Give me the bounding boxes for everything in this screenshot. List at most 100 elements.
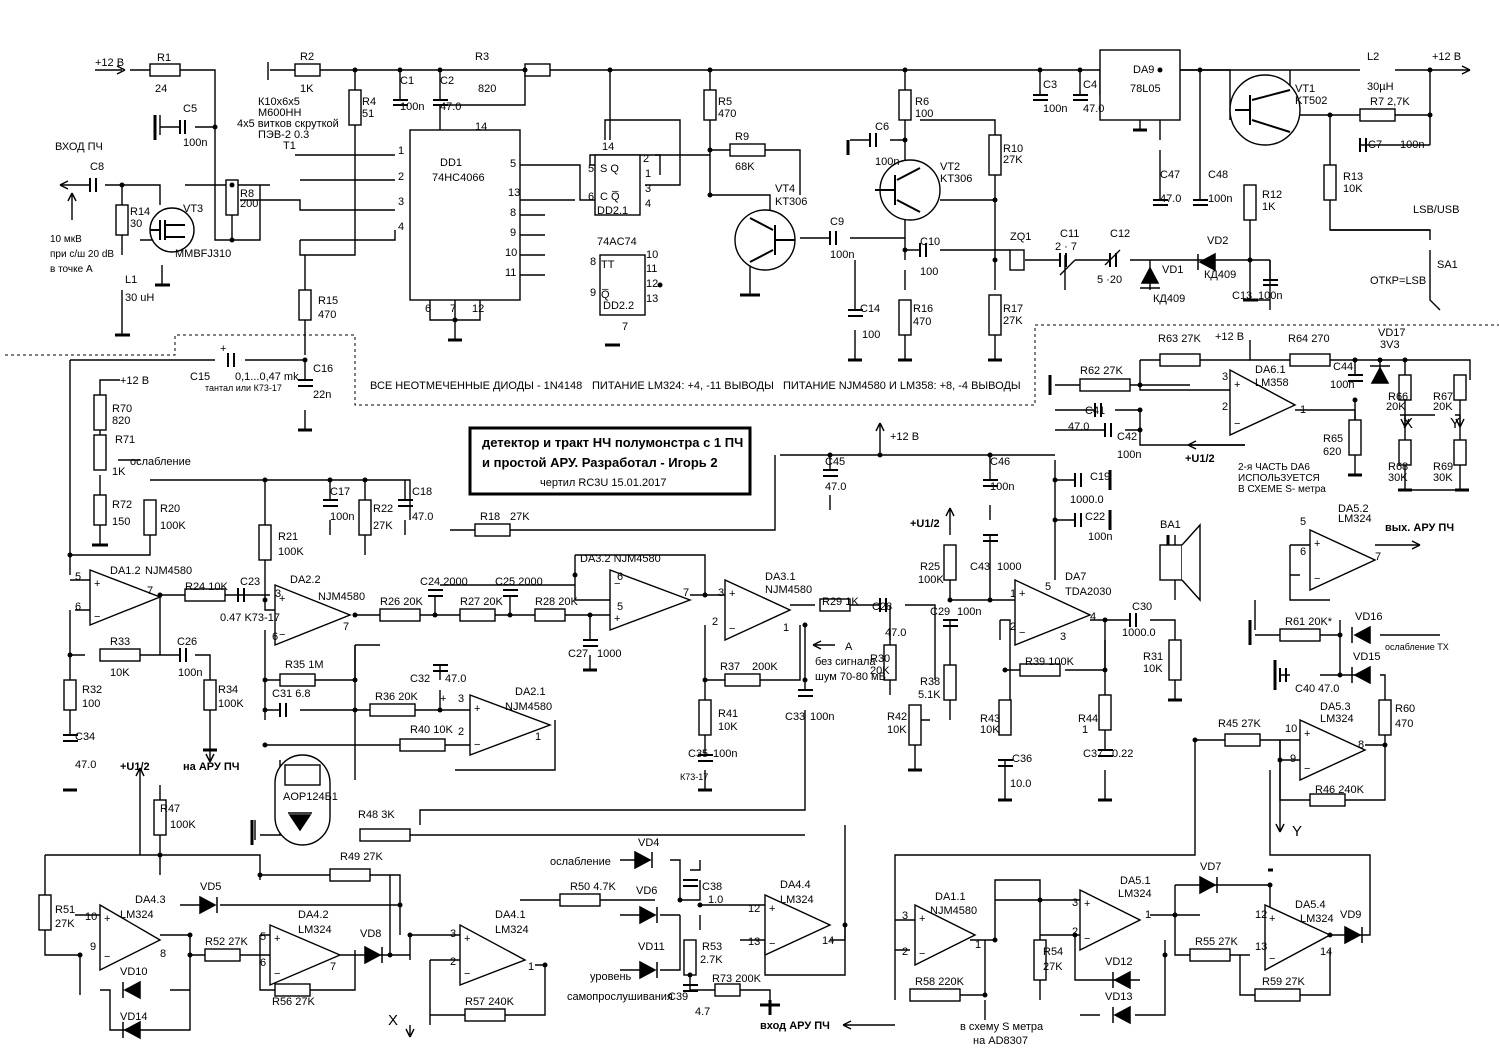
c1 — [393, 99, 408, 106]
label-atten: ослабление — [130, 456, 191, 468]
dashed-boundary — [5, 324, 1499, 406]
r7 — [1359, 108, 1396, 122]
svg-text:14: 14 — [822, 935, 834, 947]
svg-text:8: 8 — [1358, 739, 1364, 751]
r33 — [99, 648, 141, 662]
svg-text:C39: C39 — [668, 991, 688, 1003]
r9 — [729, 143, 766, 157]
svg-text:1: 1 — [1145, 909, 1151, 921]
svg-text:200K: 200K — [752, 661, 778, 673]
c18 — [398, 499, 413, 507]
svg-text:12: 12 — [472, 303, 484, 315]
svg-text:R34: R34 — [218, 684, 238, 696]
svg-text:−: − — [274, 968, 280, 980]
label-atten-tx: ослабление ТХ — [1385, 642, 1449, 652]
svg-text:VD11: VD11 — [638, 941, 665, 953]
svg-text:100n: 100n — [330, 511, 354, 523]
r70 — [93, 394, 107, 431]
svg-text:VD10: VD10 — [120, 966, 148, 978]
svg-text:10: 10 — [646, 249, 658, 261]
svg-text:1000.0: 1000.0 — [1070, 494, 1104, 506]
dd1-type: 74HC4066 — [432, 172, 485, 184]
title-line2: и простой АРУ. Разработал - Игорь 2 — [482, 455, 718, 470]
svg-text:R56 27K: R56 27K — [272, 996, 315, 1008]
svg-text:2.7K: 2.7K — [700, 954, 723, 966]
svg-text:7: 7 — [683, 587, 689, 599]
svg-text:1: 1 — [535, 731, 541, 743]
opamp-da1-2 — [89, 568, 162, 627]
c2 — [433, 99, 448, 106]
svg-text:100n: 100n — [830, 249, 854, 261]
svg-text:100: 100 — [862, 329, 880, 341]
svg-text:R69: R69 — [1433, 461, 1453, 473]
svg-text:1: 1 — [783, 622, 789, 634]
r38 — [943, 664, 957, 701]
svg-text:R29 1K: R29 1K — [822, 596, 859, 608]
note-smeter-2: на AD8307 — [973, 1035, 1028, 1047]
svg-text:C48: C48 — [1208, 169, 1228, 181]
svg-text:C44: C44 — [1333, 361, 1353, 373]
svg-text:100n: 100n — [990, 481, 1014, 493]
note-tr-4: ПЭВ-2 0.3 — [258, 129, 309, 141]
svg-text:5: 5 — [617, 601, 623, 613]
svg-text:47.0: 47.0 — [440, 101, 461, 113]
svg-text:7: 7 — [147, 585, 153, 597]
svg-text:2: 2 — [1222, 401, 1228, 413]
svg-text:L2: L2 — [1367, 51, 1379, 63]
svg-text:C8: C8 — [90, 161, 104, 173]
chip-labels: DD1 74HC4066 74AC74 DA9 78L05 DA6.1 LM35… — [432, 64, 1289, 598]
svg-text:7: 7 — [330, 961, 336, 973]
r71 — [93, 434, 107, 471]
label-lsbusb: LSB/USB — [1413, 204, 1459, 216]
svg-text:R70: R70 — [112, 403, 132, 415]
svg-text:BA1: BA1 — [1160, 519, 1181, 531]
svg-text:6: 6 — [1300, 546, 1306, 558]
opamps — [89, 368, 1377, 987]
c26 — [179, 648, 187, 662]
c41 — [1094, 403, 1102, 417]
svg-text:27K: 27K — [510, 511, 530, 523]
r13 — [1323, 164, 1337, 201]
svg-text:R33: R33 — [110, 636, 130, 648]
dd1-name: DD1 — [440, 157, 462, 169]
svg-text:+: + — [104, 913, 110, 925]
r39 — [1019, 663, 1061, 677]
da9-type: 78L05 — [1130, 83, 1161, 95]
svg-text:DA1.2: DA1.2 — [110, 565, 141, 577]
r26 — [379, 608, 421, 622]
svg-text:VD6: VD6 — [636, 885, 657, 897]
zq1-box — [1009, 249, 1025, 271]
label-agc-in: вход АРУ ПЧ — [760, 1020, 830, 1032]
svg-text:10K: 10K — [110, 667, 130, 679]
svg-text:47.0: 47.0 — [75, 759, 96, 771]
opamp-da6-1 — [1229, 368, 1297, 437]
svg-text:68K: 68K — [735, 161, 755, 173]
svg-text:C35: C35 — [688, 748, 708, 760]
svg-text:DA2.1: DA2.1 — [515, 686, 546, 698]
note-tr-1: К10х6х5 — [258, 96, 300, 108]
c39 — [683, 984, 698, 992]
c36 — [998, 759, 1013, 767]
top-section-wires — [60, 62, 1470, 360]
svg-text:ZQ1: ZQ1 — [1010, 231, 1031, 243]
r67 — [1453, 374, 1467, 401]
r49 — [329, 868, 371, 882]
svg-text:6: 6 — [425, 303, 431, 315]
arrows — [59, 65, 1471, 1038]
r36 — [369, 703, 416, 717]
svg-text:10: 10 — [85, 911, 97, 923]
svg-text:+: + — [474, 703, 480, 715]
svg-text:VD17: VD17 — [1378, 327, 1406, 339]
svg-text:5: 5 — [260, 931, 266, 943]
svg-text:R51: R51 — [55, 904, 75, 916]
svg-text:−: − — [1304, 763, 1310, 775]
svg-text:C23: C23 — [240, 576, 260, 588]
c4 — [1073, 94, 1088, 101]
svg-text:C14: C14 — [860, 303, 880, 315]
r54 — [1033, 939, 1047, 981]
svg-text:R7 2,7K: R7 2,7K — [1370, 96, 1410, 108]
svg-text:2: 2 — [712, 616, 718, 628]
svg-text:R38: R38 — [920, 676, 940, 688]
svg-text:100K: 100K — [918, 574, 944, 586]
c7 — [1359, 138, 1367, 152]
